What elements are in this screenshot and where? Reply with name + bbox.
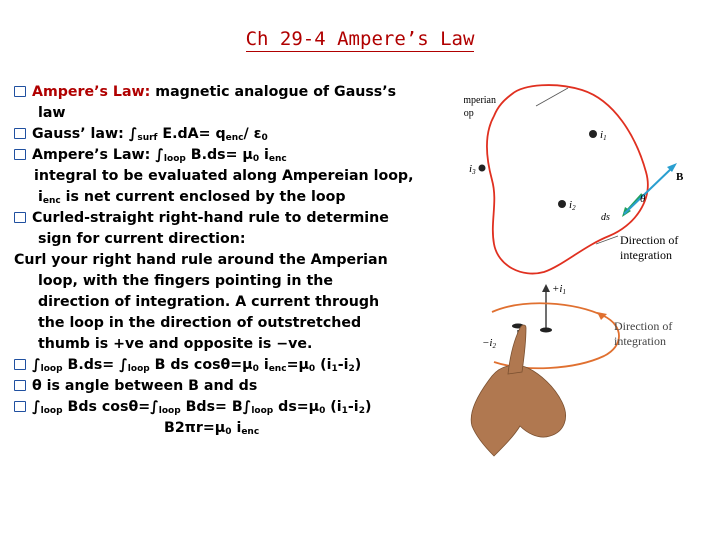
wire-i1-cap xyxy=(540,327,552,333)
text-line: integral to be evaluated along Ampereian… xyxy=(34,168,414,184)
bullet-icon xyxy=(14,212,26,223)
integration-label-top: integration xyxy=(620,248,672,262)
direction-label-top: Direction of xyxy=(620,233,678,247)
text-line: the loop in the direction of outstretche… xyxy=(38,315,362,331)
text-line: B2πr=μ0 ienc xyxy=(164,420,260,437)
loop-label: loop xyxy=(464,108,474,119)
minus-i2-label: −i2 xyxy=(482,337,496,350)
text-line: thumb is +ve and opposite is −ve. xyxy=(38,336,313,352)
right-hand-rule-figure: +i1 −i2 Direction of integration xyxy=(470,283,672,457)
plus-i1-label: +i1 xyxy=(552,283,566,296)
text-line: sign for current direction: xyxy=(38,231,246,247)
label-pointer-line xyxy=(535,87,569,107)
current-i3-label: i3 xyxy=(469,163,476,176)
bullet-icon xyxy=(14,401,26,412)
text-line: ienc is net current enclosed by the loop xyxy=(38,189,346,206)
bullet-line: ∫loop Bds cosθ=∫loop Bds= B∫loop ds=μ0 (… xyxy=(14,397,464,418)
b-vector xyxy=(623,165,675,215)
direction-label-bottom: Direction of xyxy=(614,319,672,333)
bullet-icon xyxy=(14,86,26,97)
bullet-line: ∫loop B.ds= ∫loop B ds cosθ=μ0 ienc=μ0 (… xyxy=(14,355,464,376)
bullet-icon xyxy=(14,359,26,370)
bullet-line: θ is angle between B and ds xyxy=(14,376,464,397)
bullet-line: Curled-straight right-hand rule to deter… xyxy=(14,208,464,229)
bullet-icon xyxy=(14,149,26,160)
integration-loop-curve xyxy=(491,302,620,370)
b-arrowhead-icon xyxy=(667,163,677,172)
amperian-loop-curve xyxy=(486,84,649,275)
b-label: B xyxy=(676,171,684,183)
loop-arrowhead-icon xyxy=(597,312,607,320)
current-i2-dot xyxy=(558,200,566,208)
up-arrowhead-icon xyxy=(542,284,550,292)
amperes-law-figure: Amperian loop i1 i2 i3 θ ds B Direction … xyxy=(464,84,684,457)
bullet-line: Gauss’ law: ∫surf E.dA= qenc/ ε0 xyxy=(14,124,464,145)
page-title: Ch 29-4 Ampere’s Law xyxy=(245,28,475,52)
current-i1-dot xyxy=(589,130,597,138)
text-line: law xyxy=(38,105,66,121)
theta-label: θ xyxy=(640,193,646,205)
integration-label-bottom: integration xyxy=(614,334,666,348)
thumb-icon xyxy=(507,324,527,375)
ds-label: ds xyxy=(601,212,610,223)
bullet-line: Ampere’s Law: magnetic analogue of Gauss… xyxy=(14,82,464,103)
bullet-line: Ampere’s Law: ∫loop B.ds= μ0 ienc xyxy=(14,145,464,166)
current-i3-dot xyxy=(478,164,486,172)
slide-content: Ampere’s Law: magnetic analogue of Gauss… xyxy=(14,82,464,439)
amperian-loop-figure: Amperian loop i1 i2 i3 θ ds B Direction … xyxy=(464,84,684,275)
bullet-icon xyxy=(14,380,26,391)
direction-pointer-line xyxy=(595,235,619,245)
bullet-icon xyxy=(14,128,26,139)
current-i1-label: i1 xyxy=(600,129,607,142)
amperian-label: Amperian xyxy=(464,95,496,106)
right-hand-icon xyxy=(470,364,566,457)
text-line: direction of integration. A current thro… xyxy=(38,294,380,310)
current-i2-label: i2 xyxy=(569,199,576,212)
text-line: Curl your right hand rule around the Amp… xyxy=(14,252,388,268)
text-line: loop, with the fingers pointing in the xyxy=(38,273,333,289)
